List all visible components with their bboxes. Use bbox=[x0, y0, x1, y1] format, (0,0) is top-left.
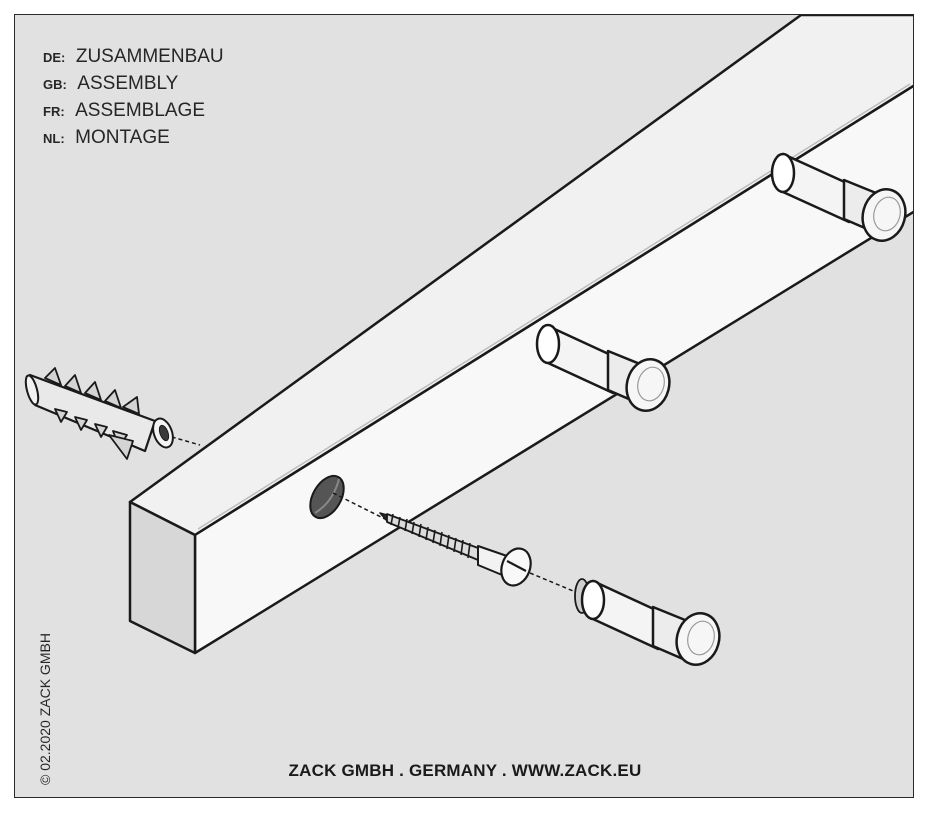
language-code: FR: bbox=[43, 104, 65, 119]
footer-company-line: ZACK GMBH . GERMANY . WWW.ZACK.EU bbox=[288, 761, 642, 780]
language-code: DE: bbox=[43, 50, 66, 65]
language-item: NL: MONTAGE bbox=[43, 124, 224, 151]
language-item: FR: ASSEMBLAGE bbox=[43, 97, 224, 124]
hook bbox=[770, 152, 907, 242]
screw bbox=[379, 512, 532, 587]
language-label: ASSEMBLY bbox=[77, 73, 179, 94]
assembly-illustration bbox=[24, 15, 913, 666]
language-list: DE: ZUSAMMENBAU GB: ASSEMBLY FR: ASSEMBL… bbox=[43, 43, 224, 151]
language-code: GB: bbox=[43, 77, 67, 92]
language-label: MONTAGE bbox=[75, 127, 170, 148]
language-label: ZUSAMMENBAU bbox=[75, 46, 224, 67]
language-item: GB: ASSEMBLY bbox=[43, 70, 224, 97]
rail bbox=[128, 15, 913, 655]
language-code: NL: bbox=[43, 131, 65, 146]
wall-plug bbox=[24, 367, 174, 460]
language-label: ASSEMBLAGE bbox=[75, 100, 206, 121]
assembly-sheet: DE: ZUSAMMENBAU GB: ASSEMBLY FR: ASSEMBL… bbox=[14, 14, 914, 798]
assembly-guide-lines bbox=[164, 434, 591, 599]
hook bbox=[574, 578, 721, 666]
language-item: DE: ZUSAMMENBAU bbox=[43, 43, 224, 70]
hook bbox=[535, 323, 671, 412]
